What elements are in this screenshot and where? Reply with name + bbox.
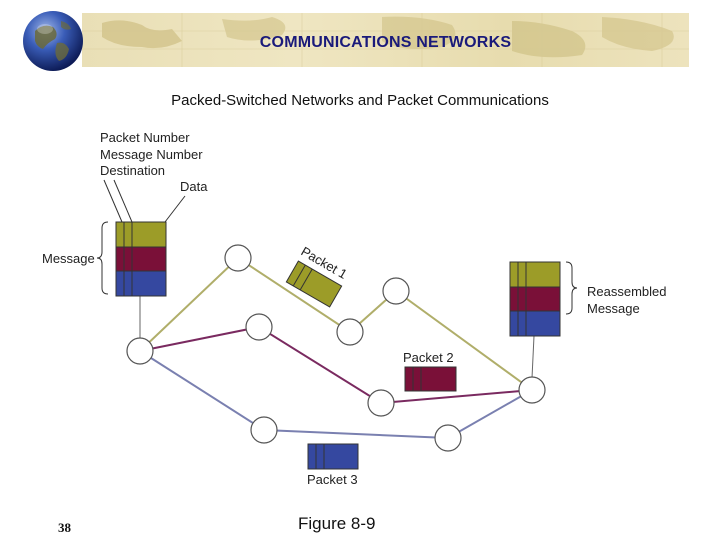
source-message-stack	[115, 221, 167, 297]
label-packet-2: Packet 2	[403, 350, 454, 365]
node-source	[126, 337, 154, 365]
figure-caption: Figure 8-9	[298, 514, 376, 533]
node	[367, 389, 395, 417]
packet-3	[307, 443, 359, 470]
label-message-number: Message Number	[100, 147, 203, 162]
route-packet-3	[139, 350, 533, 440]
node-destination	[518, 376, 546, 404]
reassembled-brace	[565, 261, 578, 315]
label-reassembled-1: Reassembled	[587, 284, 667, 299]
pointer-lines	[103, 179, 186, 223]
label-message: Message	[42, 251, 95, 266]
header-banner: COMMUNICATIONS NETWORKS	[82, 13, 689, 67]
diagram-subtitle: Packed-Switched Networks and Packet Comm…	[171, 92, 549, 109]
label-packet-number: Packet Number	[100, 130, 190, 145]
packet-2	[404, 366, 457, 392]
slide-number: 38	[58, 520, 71, 535]
page-title: COMMUNICATIONS NETWORKS	[259, 34, 512, 51]
globe-icon	[23, 11, 83, 71]
world-map-background	[82, 13, 689, 67]
label-data: Data	[180, 179, 208, 194]
node	[434, 424, 462, 452]
reassembled-message-stack	[509, 261, 561, 337]
label-reassembled-2: Message	[587, 301, 640, 316]
node	[245, 313, 273, 341]
node	[336, 318, 364, 346]
label-destination: Destination	[100, 163, 165, 178]
label-packet-3: Packet 3	[307, 472, 358, 487]
destination-connector	[531, 335, 535, 379]
node	[382, 277, 410, 305]
packet-1	[285, 260, 343, 308]
route-packet-2	[139, 325, 533, 405]
message-brace	[96, 221, 109, 295]
node	[250, 416, 278, 444]
node	[224, 244, 252, 272]
